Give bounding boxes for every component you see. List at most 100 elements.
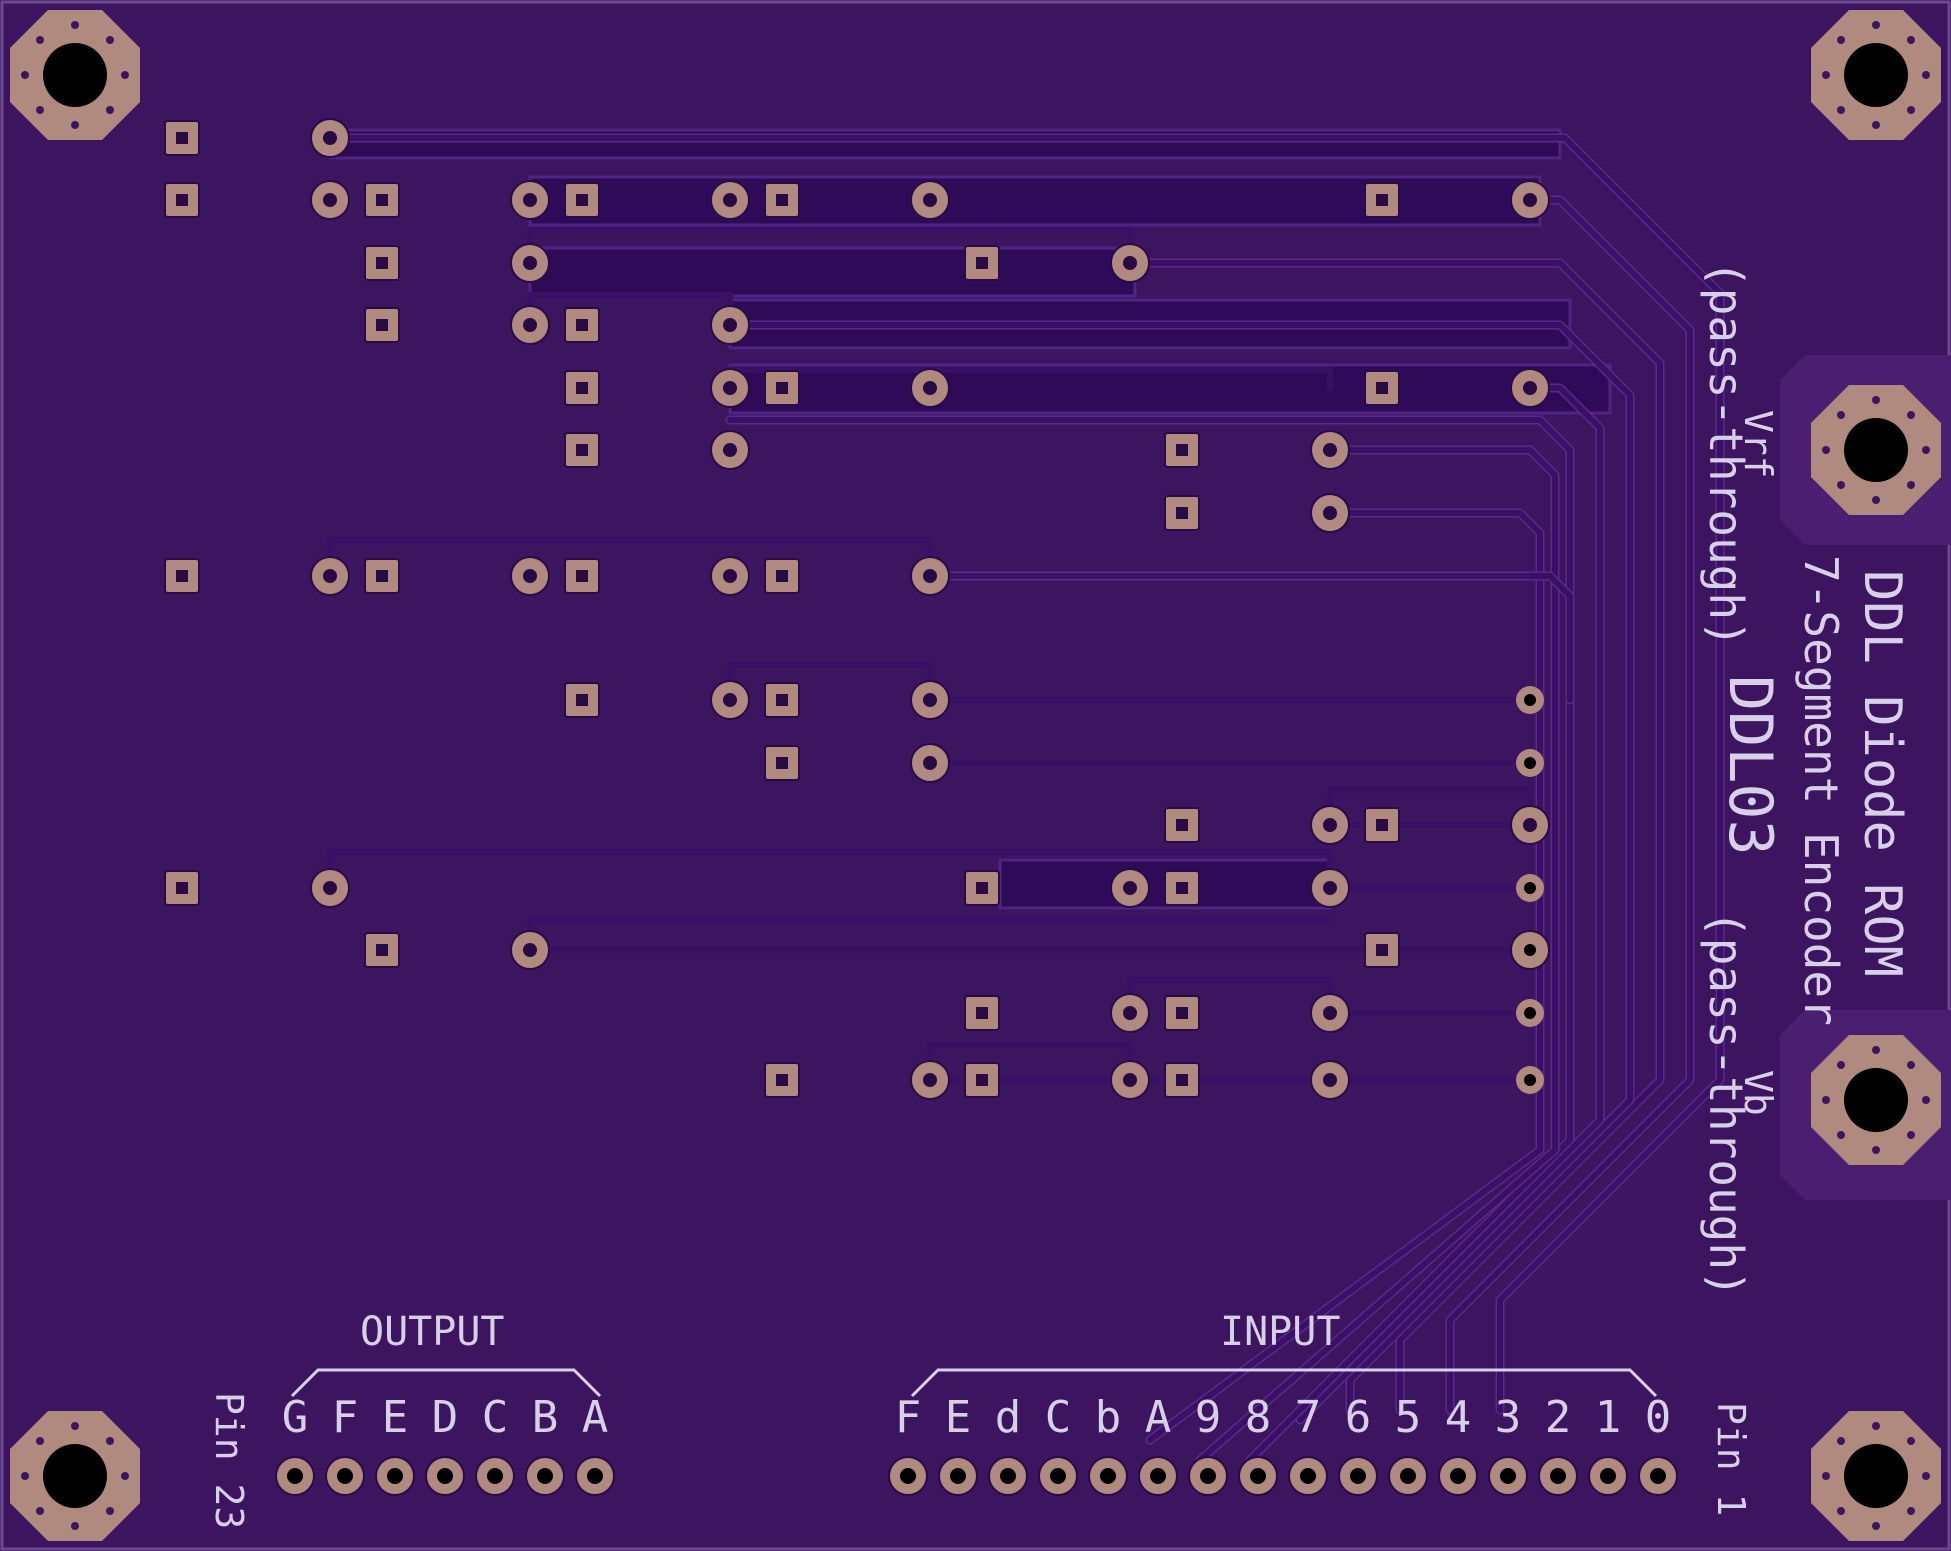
output-pin-label: E <box>382 1392 409 1443</box>
output-pin-label: B <box>532 1392 559 1443</box>
diode-pad-square <box>964 995 1000 1031</box>
vrf-pass-through-hole <box>1811 385 1941 515</box>
input-pin-label: F <box>895 1392 922 1443</box>
mounting-holes <box>10 10 1941 1541</box>
diode-pad-round <box>910 680 950 720</box>
pin-1-label: Pin 1 <box>1709 1402 1753 1516</box>
input-pin-pad <box>938 1456 978 1496</box>
diode-pad-round <box>1310 430 1350 470</box>
diode-pad-square <box>764 1062 800 1098</box>
output-pin-label: A <box>582 1392 609 1443</box>
diode-pad-round <box>310 118 350 158</box>
via <box>1516 1066 1544 1094</box>
vrf-label: Vrf <box>1736 410 1780 479</box>
diode-pad-round <box>510 243 550 283</box>
mounting-hole-bottom-left <box>10 1411 140 1541</box>
output-connector-pads <box>275 1456 615 1496</box>
via <box>1516 999 1544 1027</box>
diode-pad-square <box>164 120 200 156</box>
diode-pad-square <box>1364 932 1400 968</box>
diode-pad-square <box>964 245 1000 281</box>
diode-pad-round <box>510 180 550 220</box>
input-connector-pads <box>888 1456 1678 1496</box>
output-pin-pad <box>275 1456 315 1496</box>
diode-pad-square <box>564 432 600 468</box>
mounting-hole-bottom-right <box>1811 1411 1941 1541</box>
output-label: OUTPUT <box>360 1309 505 1355</box>
diode-pad-round <box>910 1060 950 1100</box>
diode-pad-round <box>1510 180 1550 220</box>
diode-pads <box>164 118 1550 1100</box>
mounting-hole-top-left <box>10 10 140 140</box>
diode-pad-square <box>1164 432 1200 468</box>
diode-pad-square <box>764 182 800 218</box>
diode-pad-round <box>710 556 750 596</box>
diode-pad-round <box>1310 868 1350 908</box>
input-pin-label: 2 <box>1545 1392 1572 1443</box>
input-pin-pad <box>1038 1456 1078 1496</box>
diode-pad-round <box>1110 1060 1150 1100</box>
diode-pad-square <box>164 558 200 594</box>
diode-pad-round <box>710 180 750 220</box>
diode-pad-square <box>1364 182 1400 218</box>
diode-pad-round <box>710 430 750 470</box>
diode-pad-square <box>364 182 400 218</box>
input-pin-pad <box>988 1456 1028 1496</box>
diode-pad-round <box>710 368 750 408</box>
diode-pad-square <box>564 682 600 718</box>
diode-pad-round <box>910 556 950 596</box>
diode-pad-round <box>1310 493 1350 533</box>
diode-pad-round <box>1310 993 1350 1033</box>
vrf-note: (pass-through) <box>1699 260 1753 648</box>
diode-pad-round <box>910 180 950 220</box>
diode-pad-square <box>564 307 600 343</box>
diode-pad-round <box>1310 805 1350 845</box>
diode-pad-round <box>310 180 350 220</box>
diode-pad-square <box>1164 495 1200 531</box>
title-line-2: 7-Segment Encoder <box>1794 555 1848 1026</box>
diode-pad-square <box>364 307 400 343</box>
diode-pad-round <box>1310 1060 1350 1100</box>
diode-pad-round <box>910 743 950 783</box>
diode-pad-square <box>364 558 400 594</box>
input-pin-label: 1 <box>1595 1392 1622 1443</box>
output-pin-label: C <box>482 1392 509 1443</box>
output-pin-pad <box>325 1456 365 1496</box>
diode-pad-round <box>310 868 350 908</box>
output-pin-pad <box>525 1456 565 1496</box>
diode-pad-square <box>164 182 200 218</box>
via <box>1516 874 1544 902</box>
diode-pad-square <box>364 245 400 281</box>
diode-pad-square <box>564 370 600 406</box>
output-pin-pad <box>425 1456 465 1496</box>
input-pin-pad <box>1638 1456 1678 1496</box>
input-pin-pad <box>1188 1456 1228 1496</box>
input-pin-pad <box>888 1456 928 1496</box>
diode-pad-round <box>710 680 750 720</box>
diode-pad-square <box>1364 807 1400 843</box>
input-pin-pad <box>1138 1456 1178 1496</box>
diode-pad-square <box>964 870 1000 906</box>
output-pin-pad <box>575 1456 615 1496</box>
input-pin-pad <box>1238 1456 1278 1496</box>
output-pin-pad <box>475 1456 515 1496</box>
input-pin-label: E <box>945 1392 972 1443</box>
diode-pad-round <box>1110 243 1150 283</box>
input-bracket <box>910 1368 1658 1398</box>
diode-pad-square <box>564 558 600 594</box>
diode-pad-round <box>510 930 550 970</box>
vb-note: (pass-through) <box>1699 910 1753 1298</box>
input-pin-label: 0 <box>1645 1392 1672 1443</box>
input-pin-label: b <box>1095 1392 1122 1443</box>
input-pin-label: 9 <box>1195 1392 1222 1443</box>
input-pin-pad <box>1588 1456 1628 1496</box>
input-pin-label: A <box>1145 1392 1172 1443</box>
input-pin-label: d <box>995 1392 1022 1443</box>
traces <box>325 133 1725 1465</box>
output-pin-pad <box>375 1456 415 1496</box>
input-pin-pad <box>1388 1456 1428 1496</box>
input-pin-label: 5 <box>1395 1392 1422 1443</box>
diode-pad-round <box>1510 805 1550 845</box>
